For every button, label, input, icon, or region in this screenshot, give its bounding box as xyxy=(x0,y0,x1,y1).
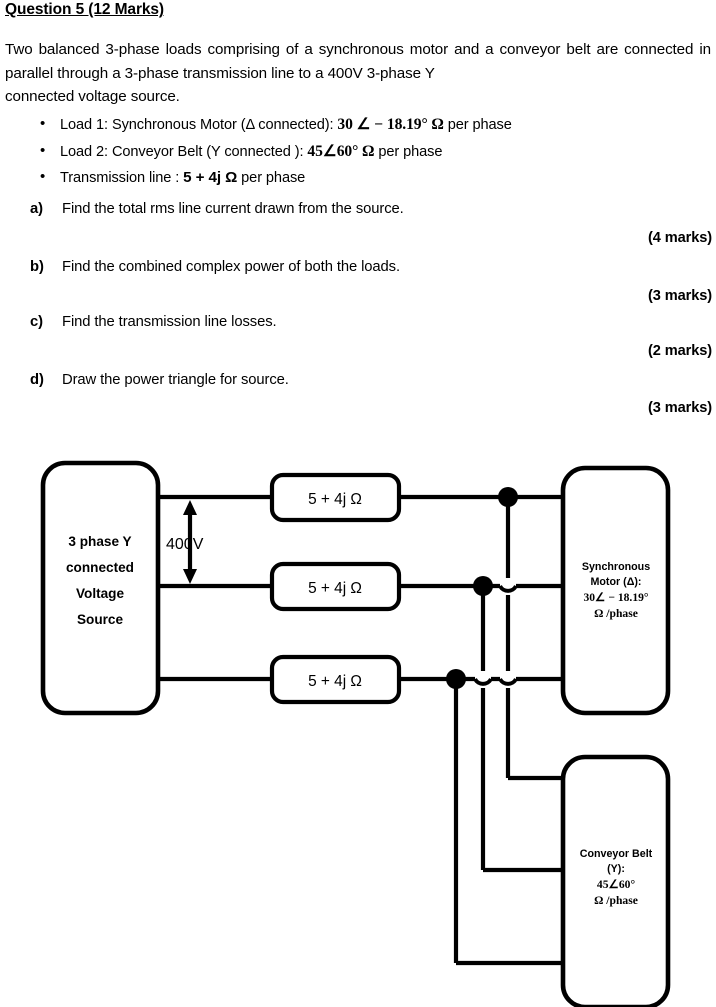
motor-label-line1: Synchronous xyxy=(582,561,650,573)
question-c-label: c) xyxy=(30,314,43,330)
source-label-line1: 3 phase Y xyxy=(68,534,131,549)
junction-dot-phase2 xyxy=(473,576,493,596)
marks-b: (3 marks) xyxy=(648,288,712,304)
voltage-arrow-head-down xyxy=(183,569,197,584)
question-b-text: Find the combined complex power of both … xyxy=(62,259,400,275)
conveyor-label-line1: Conveyor Belt xyxy=(580,848,653,860)
impedance-label-1: 5 + 4j Ω xyxy=(308,491,362,508)
question-d-label: d) xyxy=(30,372,44,388)
motor-label-line3: 30∠ − 18.19° xyxy=(583,591,648,604)
load2-prefix: Load 2: Conveyor Belt (Y connected ): xyxy=(60,143,308,160)
conveyor-label-line2: (Y): xyxy=(607,863,625,875)
marks-a: (4 marks) xyxy=(648,230,712,246)
junction-dot-phase1 xyxy=(498,487,518,507)
motor-label-line2: Motor (Δ): xyxy=(590,576,641,588)
hop-arc-mid-508 xyxy=(498,584,518,593)
load2-suffix: per phase xyxy=(374,143,443,160)
load1-prefix: Load 1: Synchronous Motor (Δ connected): xyxy=(60,117,338,133)
given-values-list: Load 1: Synchronous Motor (Δ connected):… xyxy=(30,111,716,192)
voltage-label: 400V xyxy=(166,536,204,553)
tline-suffix: per phase xyxy=(237,170,306,186)
motor-label-line4: Ω /phase xyxy=(594,607,638,620)
load2-value: 45∠60° Ω xyxy=(307,142,375,160)
intro-line-3: connected voltage source. xyxy=(5,88,180,105)
question-b-label: b) xyxy=(30,259,44,275)
tline-value: 5 + 4j Ω xyxy=(183,169,238,186)
intro-paragraph: Two balanced 3-phase loads comprising of… xyxy=(5,38,711,109)
list-item-load1: Load 1: Synchronous Motor (Δ connected):… xyxy=(40,111,716,139)
conveyor-label-line3: 45∠60° xyxy=(597,878,636,891)
hop-arc-bot-508 xyxy=(498,677,518,686)
voltage-arrow-head-up xyxy=(183,500,197,515)
junction-dot-phase3 xyxy=(446,669,466,689)
question-d-text: Draw the power triangle for source. xyxy=(62,372,289,388)
conveyor-belt-box xyxy=(560,754,671,1007)
impedance-label-2: 5 + 4j Ω xyxy=(308,580,362,597)
intro-line-1: Two balanced 3-phase loads comprising of… xyxy=(5,41,591,58)
list-item-transmission-line: Transmission line : 5 + 4j Ω per phase xyxy=(40,164,716,192)
question-c-text: Find the transmission line losses. xyxy=(62,314,277,330)
marks-c: (2 marks) xyxy=(648,343,712,359)
load1-suffix: per phase xyxy=(443,117,512,133)
source-label-line4: Source xyxy=(77,612,124,627)
synchronous-motor-box xyxy=(560,465,671,716)
source-label-line2: connected xyxy=(66,560,134,575)
source-label-line3: Voltage xyxy=(76,586,125,601)
impedance-label-3: 5 + 4j Ω xyxy=(308,673,362,690)
page-title: Question 5 (12 Marks) xyxy=(5,1,164,18)
marks-d: (3 marks) xyxy=(648,400,712,416)
intro-line-2: are connected in parallel through a 3-ph… xyxy=(5,41,712,82)
hop-arc-bot-483 xyxy=(473,677,493,686)
list-item-load2: Load 2: Conveyor Belt (Y connected ): 45… xyxy=(40,138,716,166)
tline-prefix: Transmission line : xyxy=(60,170,184,186)
question-a-label: a) xyxy=(30,201,43,217)
question-a-text: Find the total rms line current drawn fr… xyxy=(62,201,404,217)
conveyor-label-line4: Ω /phase xyxy=(594,894,638,907)
load1-value: 30 ∠ − 18.19° Ω xyxy=(337,116,444,133)
